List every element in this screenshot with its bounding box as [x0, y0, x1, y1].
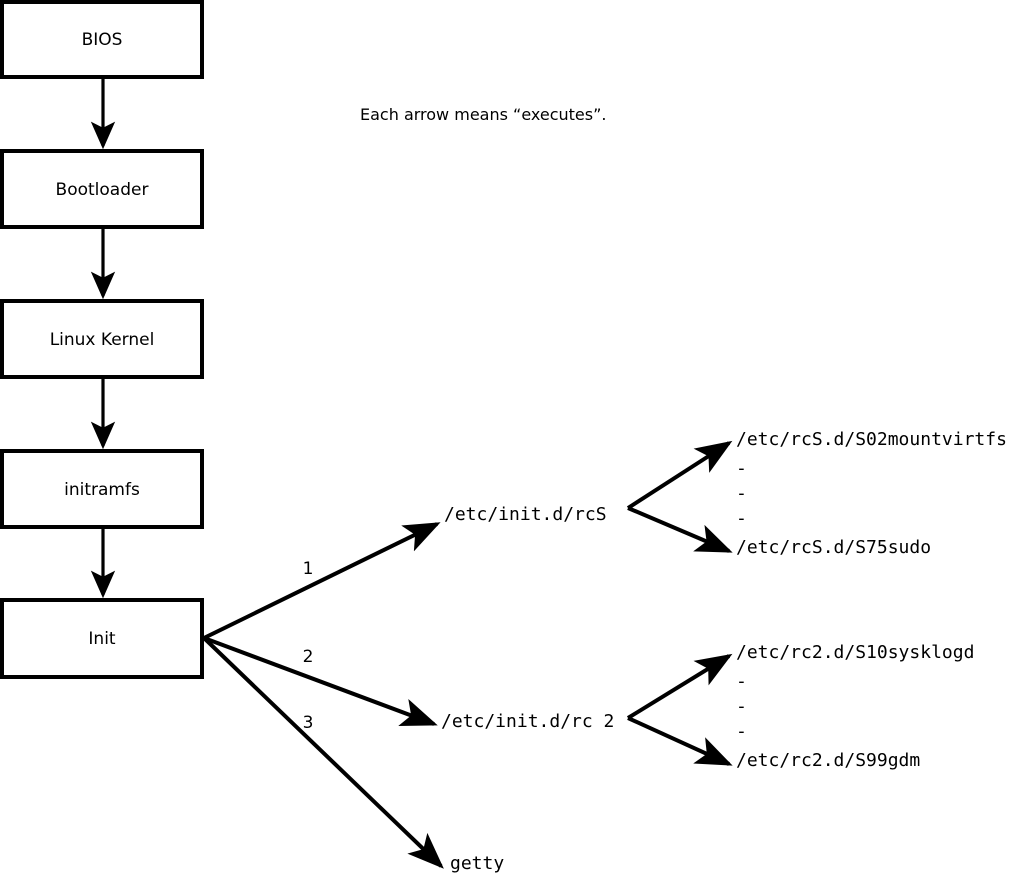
script-label-rc2-last: /etc/rc2.d/S99gdm: [736, 750, 920, 771]
arrow-init-to-getty: [202, 636, 444, 869]
branch-number-2: 2: [303, 647, 314, 667]
arrow-rcs-to-first-script: [626, 440, 733, 510]
process-box-init-label: Init: [88, 629, 116, 649]
process-box-initramfs-rect: [0, 449, 204, 529]
process-box-bios-label: BIOS: [82, 30, 123, 50]
script-ellipsis-dash: -: [736, 483, 747, 504]
arrow-rc2-to-first-script: [626, 653, 733, 720]
script-ellipsis-dash: -: [736, 458, 747, 479]
process-box-bios-rect: [0, 0, 204, 79]
process-box-initramfs[interactable]: initramfs: [0, 449, 204, 529]
process-box-bios[interactable]: BIOS: [0, 0, 204, 79]
process-box-initramfs-label: initramfs: [64, 480, 140, 500]
script-ellipsis-dash: -: [736, 671, 747, 692]
branch-target-rc2-label: /etc/init.d/rc 2: [441, 711, 614, 732]
init-branches-group: 1 2 3: [202, 522, 444, 869]
boot-chain-group: BIOS Bootloader Linux Kernel initramfs I…: [0, 0, 204, 679]
process-box-linux-kernel[interactable]: Linux Kernel: [0, 299, 204, 379]
process-box-init[interactable]: Init: [0, 598, 204, 679]
arrow-init-to-rcs: [203, 522, 441, 640]
script-label-rcs-last: /etc/rcS.d/S75sudo: [736, 537, 931, 558]
branch-target-rcs-label: /etc/init.d/rcS: [444, 504, 607, 525]
arrow-init-to-rc2: [203, 636, 438, 727]
process-box-bootloader-label: Bootloader: [56, 180, 149, 200]
branch-number-3: 3: [303, 713, 314, 733]
branch-target-getty-label: getty: [450, 853, 504, 874]
process-box-linux-kernel-label: Linux Kernel: [50, 330, 155, 350]
script-label-rcs-first: /etc/rcS.d/S02mountvirtfs: [736, 429, 1007, 450]
branch-targets-group: /etc/init.d/rcS /etc/init.d/rc 2 getty: [441, 504, 614, 874]
legend-note: Each arrow means “executes”.: [360, 105, 606, 124]
process-box-bootloader[interactable]: Bootloader: [0, 149, 204, 229]
arrow-rcs-to-last-script: [627, 506, 733, 553]
script-group-rcs: /etc/rcS.d/S02mountvirtfs - - - /etc/rcS…: [626, 429, 1007, 558]
branch-number-1: 1: [303, 559, 314, 579]
script-ellipsis-dash: -: [736, 721, 747, 742]
script-label-rc2-first: /etc/rc2.d/S10sysklogd: [736, 642, 974, 663]
script-group-rc2: /etc/rc2.d/S10sysklogd - - - /etc/rc2.d/…: [626, 642, 974, 771]
script-ellipsis-dash: -: [736, 696, 747, 717]
process-box-init-rect: [0, 598, 204, 679]
arrow-rc2-to-last-script: [627, 716, 733, 766]
script-ellipsis-dash: -: [736, 508, 747, 529]
